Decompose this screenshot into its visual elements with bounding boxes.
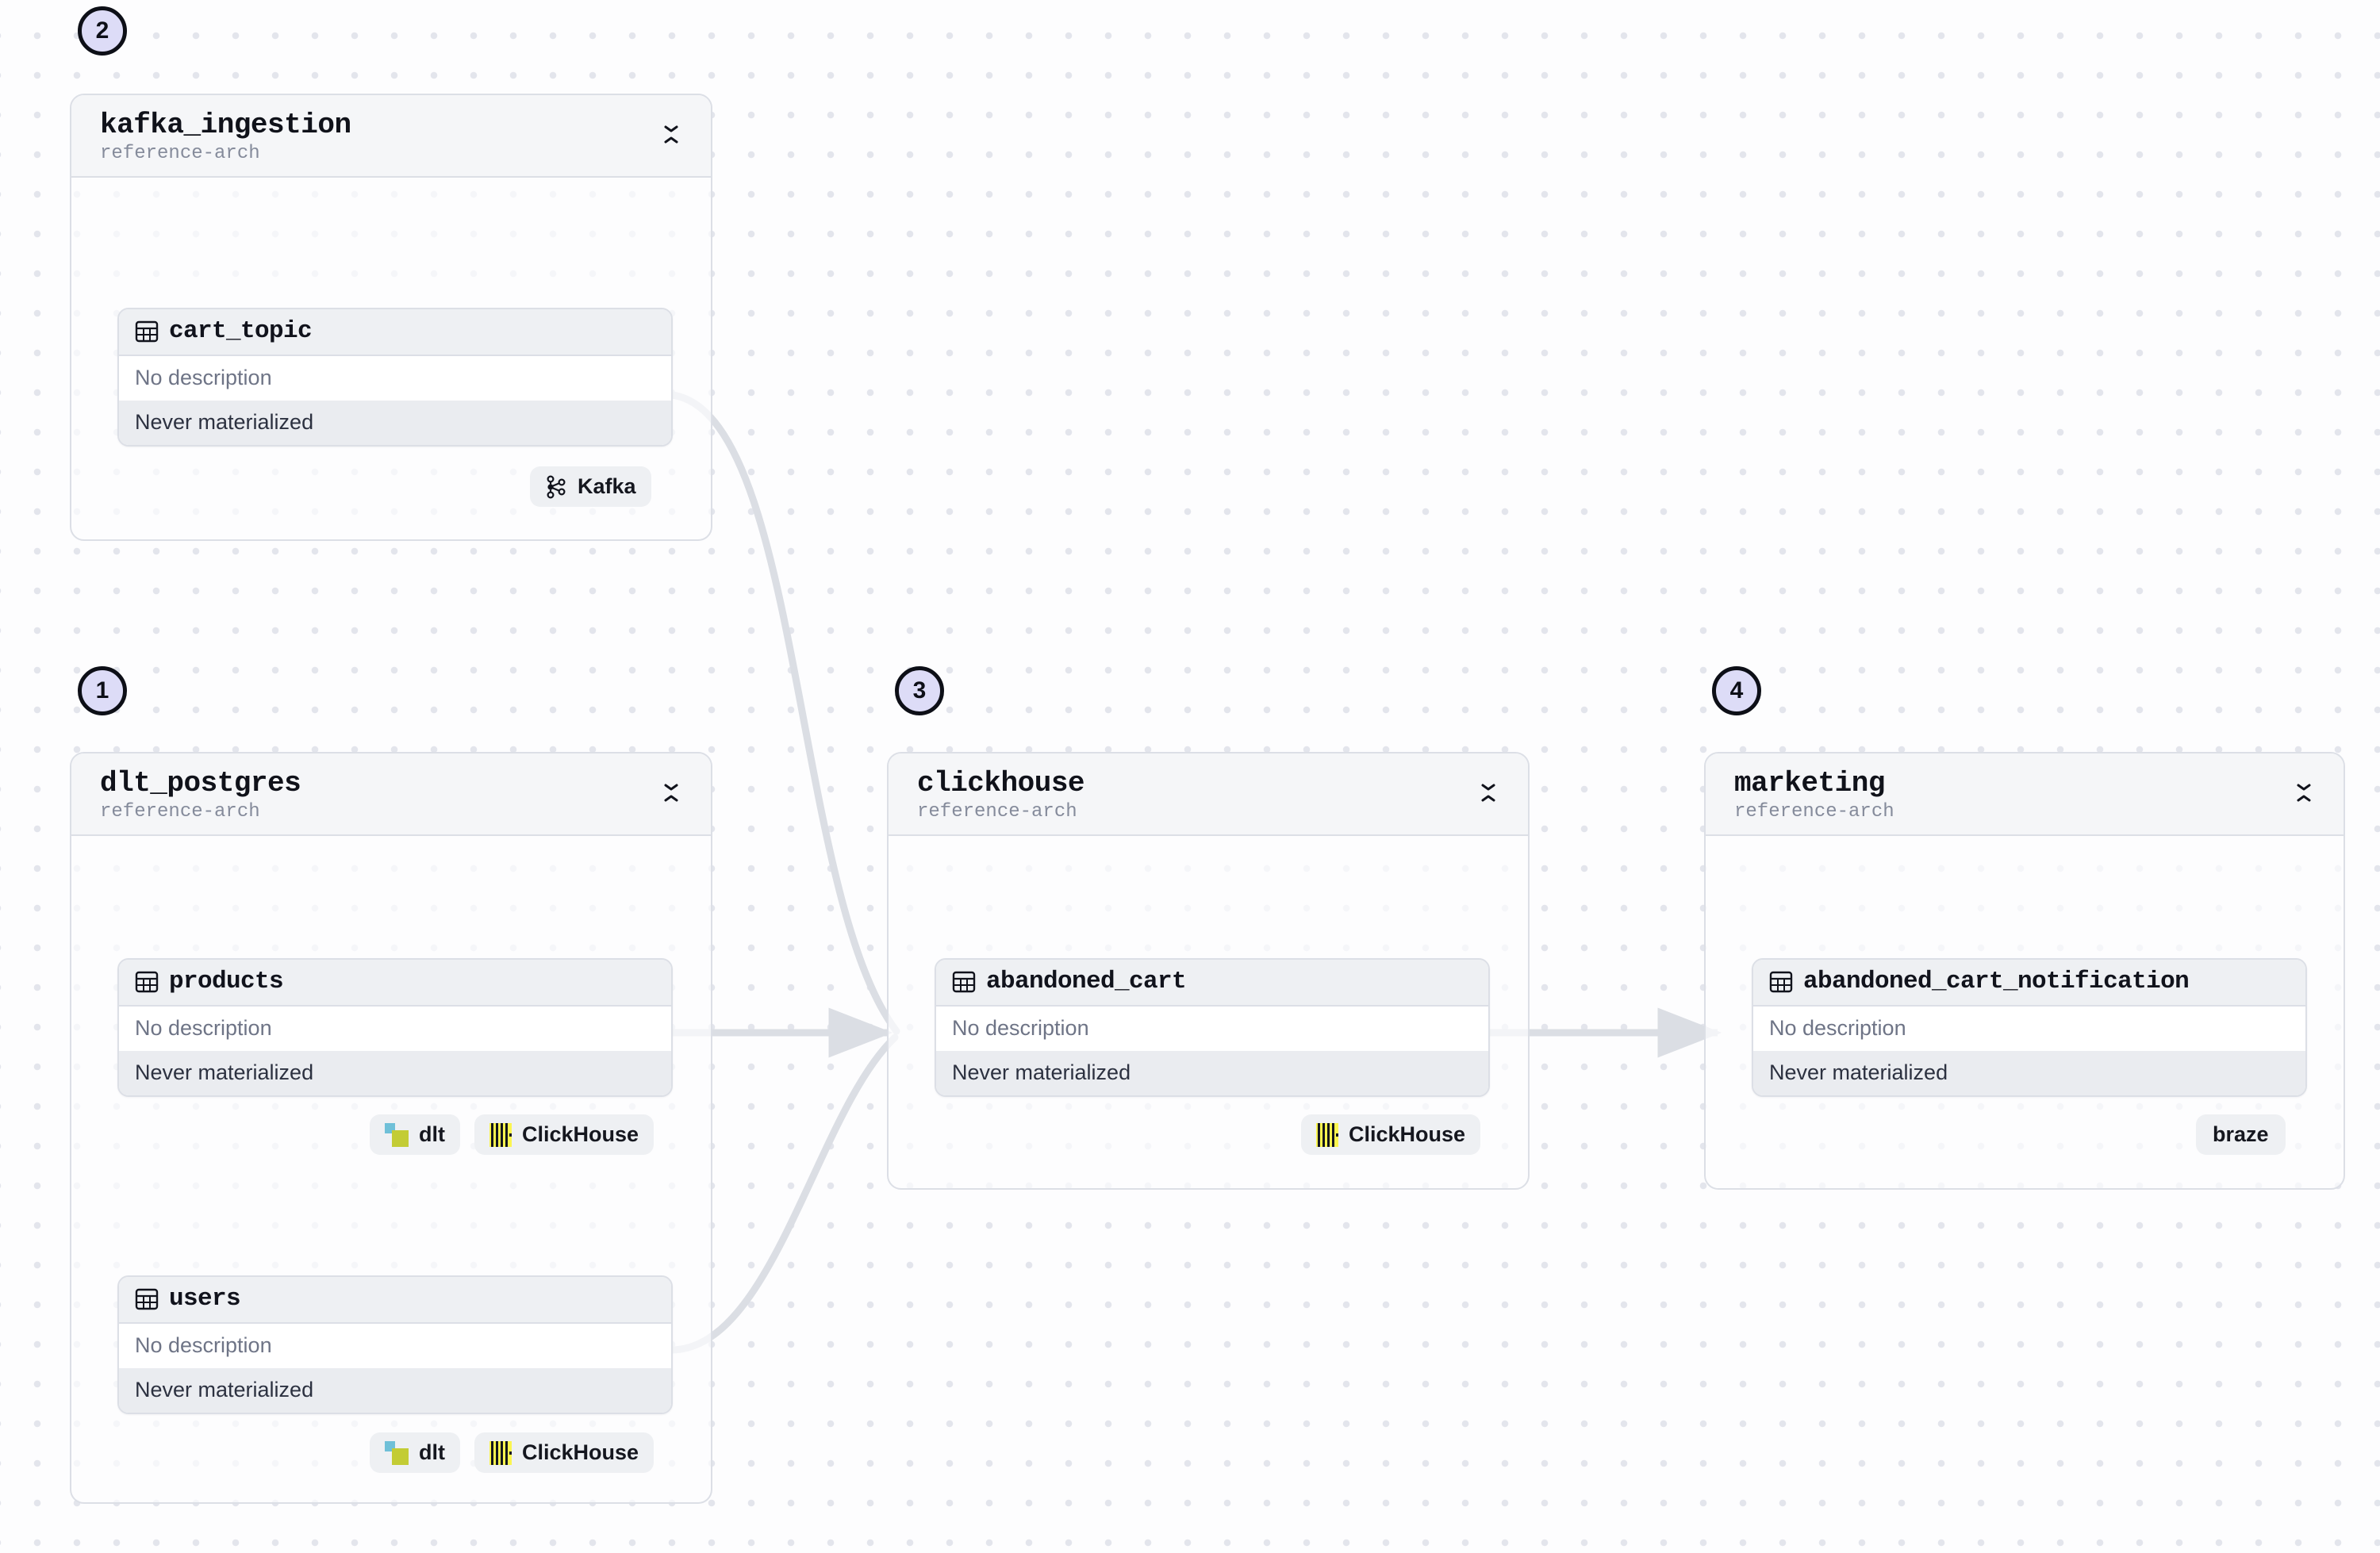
integration-badge-label: ClickHouse <box>1349 1122 1466 1146</box>
integration-badge-label: dlt <box>419 1122 445 1146</box>
group-subtitle: reference-arch <box>100 801 260 823</box>
step-badge-3: 3 <box>895 666 944 715</box>
integration-badge-clickhouse[interactable]: ClickHouse <box>1301 1114 1481 1155</box>
integration-badge-kafka[interactable]: Kafka <box>530 466 651 507</box>
integration-badge-dlt[interactable]: dlt <box>370 1432 460 1473</box>
step-badge-4: 4 <box>1712 666 1761 715</box>
table-node-header: abandoned_cart <box>936 960 1488 1007</box>
integration-badge-label: Kafka <box>578 474 636 498</box>
integration-badge-label: ClickHouse <box>522 1440 639 1464</box>
table-node-abandoned-cart-notification[interactable]: abandoned_cart_notification No descripti… <box>1752 958 2307 1098</box>
table-grid-icon <box>135 1287 159 1311</box>
table-grid-icon <box>135 320 159 343</box>
table-node-description: No description <box>1753 1007 2305 1052</box>
collapse-chevrons-icon[interactable] <box>655 775 687 810</box>
integration-badge-label: braze <box>2213 1122 2269 1146</box>
table-node-name: cart_topic <box>169 317 313 345</box>
collapse-chevrons-icon[interactable] <box>2288 775 2320 810</box>
dlt-icon <box>385 1122 409 1147</box>
table-node-users[interactable]: users No description Never materialized <box>117 1275 673 1415</box>
kafka-icon <box>545 474 567 499</box>
integration-badge-braze[interactable]: braze <box>2196 1114 2286 1155</box>
group-title: dlt_postgres <box>100 767 301 800</box>
group-subtitle: reference-arch <box>917 801 1077 823</box>
group-title: kafka_ingestion <box>100 109 351 141</box>
integration-badge-label: ClickHouse <box>522 1122 639 1146</box>
table-node-name: abandoned_cart <box>986 968 1187 995</box>
collapse-chevrons-icon[interactable] <box>655 117 687 151</box>
clickhouse-icon <box>489 1440 512 1465</box>
table-node-description: No description <box>119 1324 671 1369</box>
table-node-description: No description <box>119 356 671 401</box>
integration-badge-label: dlt <box>419 1440 445 1464</box>
table-node-header: abandoned_cart_notification <box>1753 960 2305 1007</box>
collapse-chevrons-icon[interactable] <box>1472 775 1504 810</box>
integration-badge-clickhouse[interactable]: ClickHouse <box>474 1432 654 1473</box>
table-node-description: No description <box>936 1007 1488 1052</box>
table-node-products[interactable]: products No description Never materializ… <box>117 958 673 1098</box>
badge-row-notification: braze <box>2196 1114 2286 1155</box>
badge-row-products: dlt ClickHouse <box>370 1114 654 1155</box>
group-title: clickhouse <box>917 767 1085 800</box>
table-node-description: No description <box>119 1007 671 1052</box>
clickhouse-icon <box>1316 1122 1338 1147</box>
dlt-icon <box>385 1440 409 1465</box>
clickhouse-icon <box>489 1122 512 1147</box>
table-node-name: products <box>169 968 284 995</box>
group-header-clickhouse[interactable]: clickhouse reference-arch <box>889 753 1528 836</box>
table-node-header: products <box>119 960 671 1007</box>
integration-badge-clickhouse[interactable]: ClickHouse <box>474 1114 654 1155</box>
table-grid-icon <box>135 970 159 994</box>
integration-badge-dlt[interactable]: dlt <box>370 1114 460 1155</box>
table-node-materialization: Never materialized <box>119 401 671 446</box>
table-node-header: cart_topic <box>119 309 671 356</box>
badge-row-cart-topic: Kafka <box>530 466 651 507</box>
table-node-materialization: Never materialized <box>1753 1051 2305 1096</box>
table-node-cart-topic[interactable]: cart_topic No description Never material… <box>117 308 673 447</box>
table-node-materialization: Never materialized <box>119 1368 671 1413</box>
group-subtitle: reference-arch <box>100 143 260 165</box>
group-header-dlt-postgres[interactable]: dlt_postgres reference-arch <box>71 753 711 836</box>
badge-row-users: dlt ClickHouse <box>370 1432 654 1473</box>
table-node-materialization: Never materialized <box>119 1051 671 1096</box>
table-node-name: users <box>169 1285 241 1313</box>
table-node-header: users <box>119 1277 671 1324</box>
badge-row-abandoned-cart: ClickHouse <box>1301 1114 1481 1155</box>
step-badge-1: 1 <box>78 666 127 715</box>
table-node-abandoned-cart[interactable]: abandoned_cart No description Never mate… <box>935 958 1490 1098</box>
group-title: marketing <box>1734 767 1885 800</box>
group-subtitle: reference-arch <box>1734 801 1894 823</box>
table-grid-icon <box>952 970 976 994</box>
table-grid-icon <box>1769 970 1793 994</box>
table-node-name: abandoned_cart_notification <box>1803 968 2190 995</box>
table-node-materialization: Never materialized <box>936 1051 1488 1096</box>
group-header-marketing[interactable]: marketing reference-arch <box>1706 753 2344 836</box>
group-header-kafka-ingestion[interactable]: kafka_ingestion reference-arch <box>71 95 711 178</box>
step-badge-2: 2 <box>78 6 127 56</box>
